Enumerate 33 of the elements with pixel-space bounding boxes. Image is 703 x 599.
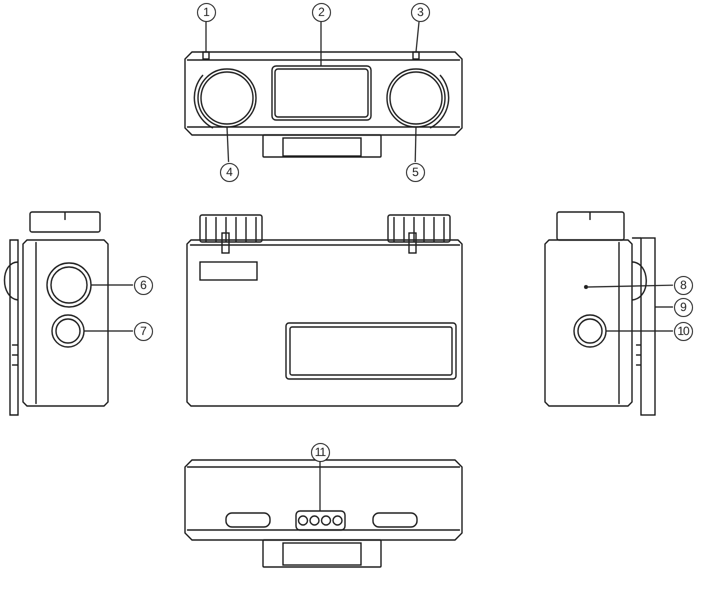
round-port	[51, 314, 85, 348]
callout-number: 8	[674, 276, 692, 294]
callout-number: 1	[196, 2, 216, 22]
leader-line	[606, 330, 673, 332]
leader-line	[226, 126, 230, 162]
clip	[640, 237, 656, 416]
callout-number: 11	[310, 442, 330, 462]
leader-line	[320, 22, 322, 66]
leader-line	[205, 22, 207, 52]
leader-line	[84, 330, 133, 332]
control-knob	[197, 68, 257, 128]
round-port	[573, 314, 607, 348]
leader-line	[588, 284, 674, 288]
leader-line	[415, 22, 420, 52]
leader-line	[91, 284, 133, 286]
callout-number: 7	[134, 322, 152, 340]
leader-line	[319, 462, 321, 511]
pin-hole	[584, 285, 588, 289]
leader-line	[655, 306, 673, 308]
round-port	[46, 262, 92, 308]
callout-number: 6	[134, 276, 152, 294]
callout-number: 9	[674, 298, 692, 316]
contact-pins	[295, 510, 346, 531]
display-screen	[271, 65, 372, 121]
callout-number: 2	[312, 2, 330, 22]
leader-line	[414, 126, 417, 162]
control-knob	[386, 68, 446, 128]
indicator-light	[202, 51, 210, 60]
callout-number: 3	[410, 2, 430, 22]
callout-number: 5	[406, 162, 424, 182]
indicator-light	[412, 51, 420, 60]
callout-number: 10	[674, 322, 692, 340]
callout-number: 4	[220, 162, 238, 182]
